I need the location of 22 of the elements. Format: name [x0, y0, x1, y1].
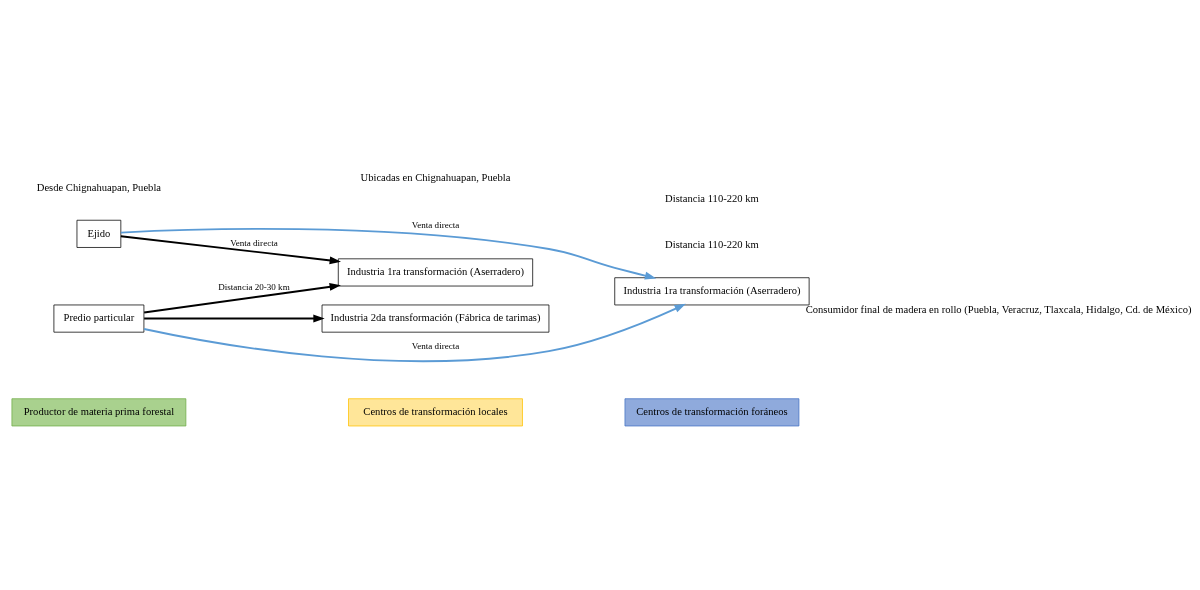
arrow	[119, 227, 657, 280]
edge-label: Venta directa	[411, 219, 460, 229]
edge-label: Venta directa	[411, 340, 460, 351]
node-box: Industria 1ra transformación (Aserradero)	[337, 257, 534, 286]
node-box: Predio particular	[53, 304, 145, 333]
arrow	[143, 314, 325, 323]
label: Desde Chignahuapan, Puebla	[36, 181, 162, 193]
node-box: Centros de transformación foráneos	[624, 397, 800, 426]
arrow	[143, 303, 686, 362]
node-box: Industria 1ra transformación (Aserradero)	[614, 276, 810, 305]
edge-label: Distancia 20-30 km	[218, 281, 290, 292]
arrow	[119, 234, 341, 264]
node-box: Centros de transformación locales	[348, 397, 523, 426]
node-box: Industria 2da transformación (Fábrica de tarimas)	[321, 304, 550, 333]
label: Ubicadas en Chignahuapan, Puebla	[360, 171, 511, 183]
node-box: Ejido	[76, 219, 122, 248]
edge-label: Venta directa	[230, 237, 278, 248]
arrow	[143, 282, 341, 313]
node-box: Productor de materia prima forestal	[11, 397, 187, 426]
label: Distancia 110-220 km	[665, 192, 759, 204]
node-label: Consumidor final de madera en rollo (Puebla, Veracruz, Tlaxcala, Hidalgo, Cd. de México)	[805, 303, 1192, 315]
label: Distancia 110-220 km	[665, 238, 759, 250]
